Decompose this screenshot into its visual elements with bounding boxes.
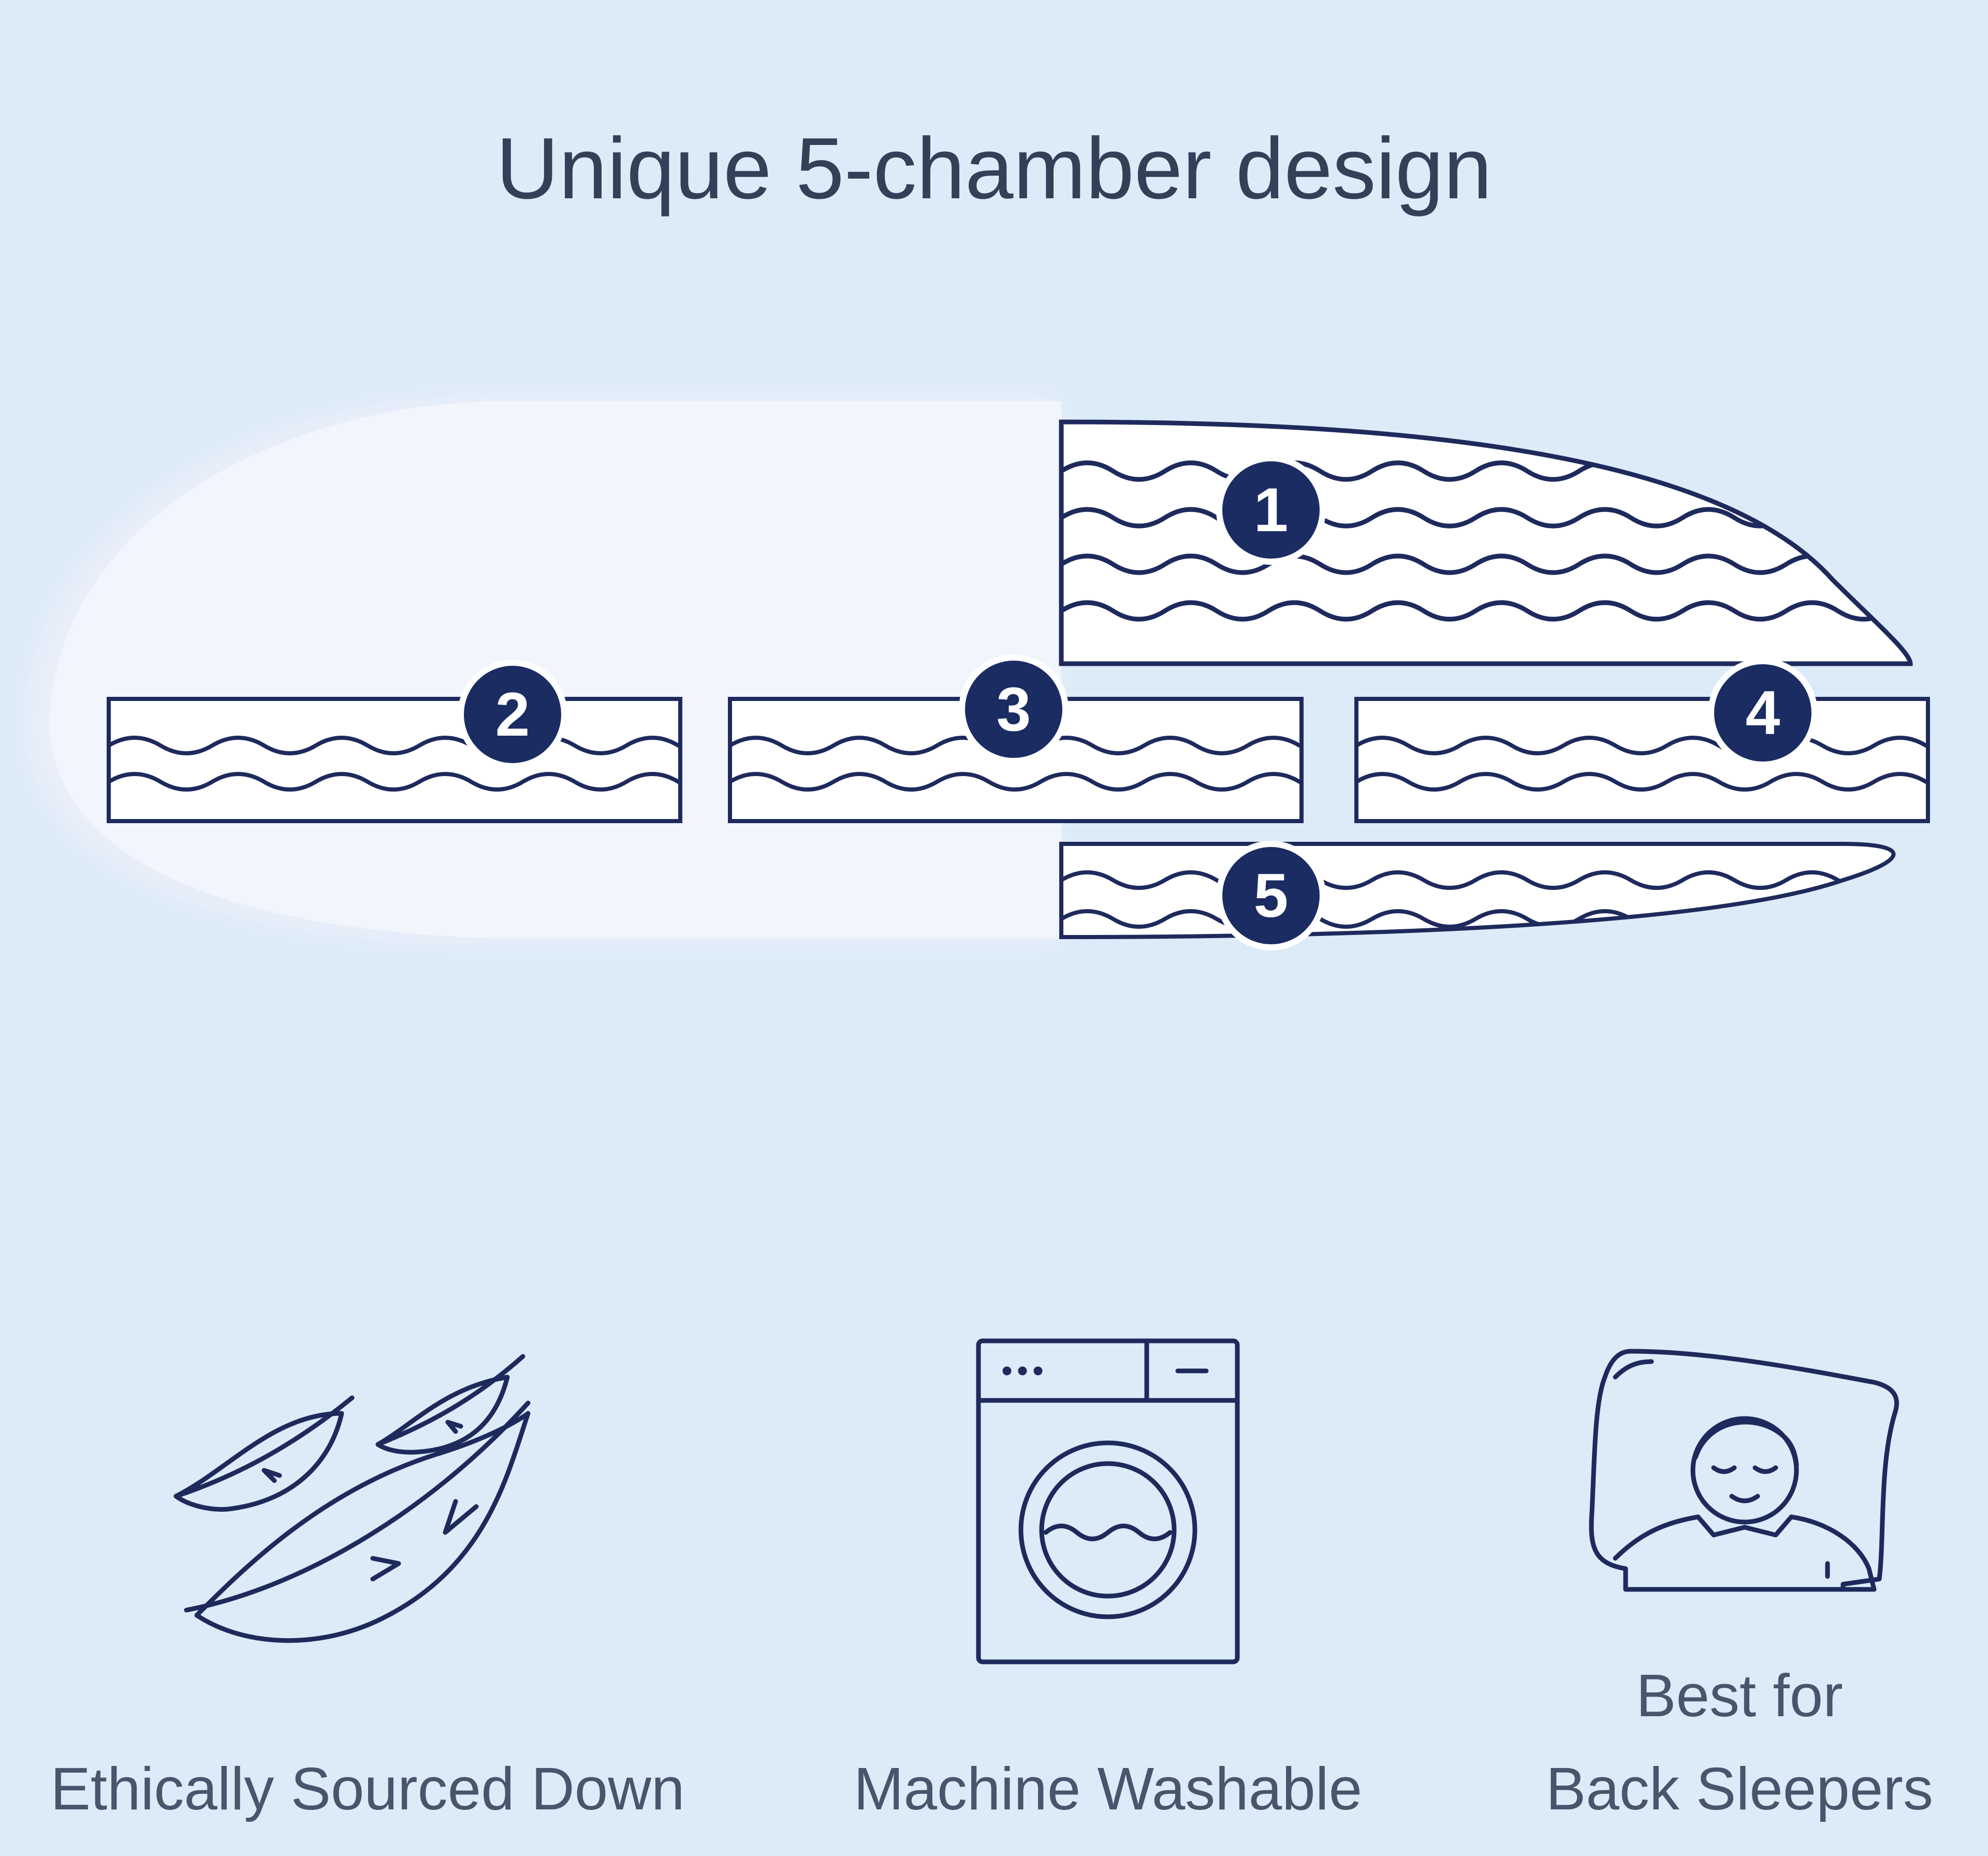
feature-label-back-sleepers: Back Sleepers [1546, 1755, 1933, 1822]
chamber-number: 5 [1254, 861, 1289, 930]
page-title: Unique 5-chamber design [496, 120, 1492, 217]
chamber-badge-2: 2 [458, 660, 567, 769]
chamber-4 [1354, 697, 1930, 823]
feature-label-best-for: Best for [1636, 1662, 1843, 1729]
chamber-5 [1059, 842, 1896, 940]
chamber-2 [107, 697, 682, 823]
chamber-number: 4 [1746, 678, 1780, 748]
chamber-badge-1: 1 [1216, 455, 1326, 565]
feature-label-ethically-sourced: Ethically Sourced Down [50, 1755, 685, 1822]
chamber-1 [1059, 419, 1913, 666]
pillow-chamber-diagram: 1 2 3 4 5 [21, 393, 1930, 951]
chamber-number: 1 [1254, 475, 1289, 545]
chamber-badge-5: 5 [1216, 841, 1326, 951]
chamber-badge-4: 4 [1708, 658, 1818, 768]
back-sleeper-icon [1589, 1349, 1899, 1592]
feathers-icon [173, 1354, 531, 1643]
washing-machine-icon [976, 1338, 1240, 1664]
chamber-badge-3: 3 [959, 654, 1069, 764]
chamber-number: 3 [997, 675, 1031, 744]
chamber-number: 2 [495, 680, 530, 749]
feature-label-machine-washable: Machine Washable [853, 1755, 1363, 1822]
